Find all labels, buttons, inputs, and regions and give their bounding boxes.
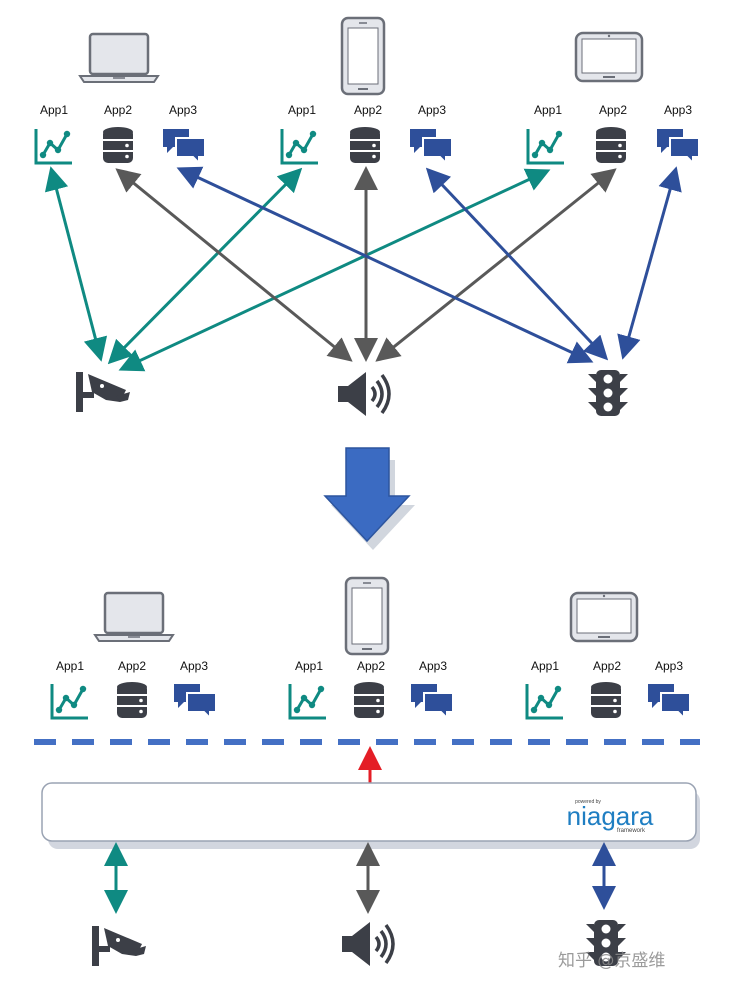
app2-label: App2: [104, 103, 132, 117]
database-icon: [353, 681, 385, 719]
app1-label: App1: [56, 659, 84, 673]
app2-label: App2: [118, 659, 146, 673]
app3-label: App3: [418, 103, 446, 117]
line-chart-icon: [34, 127, 74, 165]
connection-arrow: [176, 166, 594, 364]
database-icon: [595, 126, 627, 164]
niagara-framework-bar: [41, 782, 697, 842]
security-camera-icon: [92, 926, 146, 966]
app3-label: App3: [655, 659, 683, 673]
niagara-wordmark: niagara: [567, 801, 654, 831]
connection-arrow: [115, 168, 353, 362]
line-chart-icon: [280, 127, 320, 165]
connection-arrow: [44, 166, 108, 362]
speaker-icon: [336, 370, 391, 418]
app3-label: App3: [169, 103, 197, 117]
app1-label: App1: [295, 659, 323, 673]
line-chart-icon: [50, 682, 90, 720]
legacy-architecture: App1 App2 App3 App1 App2 App3 App1 App2 …: [34, 16, 700, 418]
connection-arrow: [425, 167, 609, 361]
transition-arrow: [323, 447, 415, 550]
database-icon: [102, 126, 134, 164]
app3-label: App3: [664, 103, 692, 117]
laptop-icon: [93, 591, 175, 643]
connection-arrows: [44, 166, 682, 372]
smartphone-icon: [344, 576, 390, 656]
line-chart-icon: [525, 682, 565, 720]
line-chart-icon: [288, 682, 328, 720]
powered-by-label: powered by: [575, 799, 601, 805]
app1-label: App1: [40, 103, 68, 117]
app3-label: App3: [180, 659, 208, 673]
chat-icon: [162, 128, 206, 164]
line-chart-icon: [526, 127, 566, 165]
tablet-icon: [569, 591, 639, 643]
speaker-icon: [340, 920, 395, 968]
watermark-text: 知乎 @京盛维: [558, 951, 665, 971]
smartphone-icon: [340, 16, 386, 96]
app2-label: App2: [357, 659, 385, 673]
chat-icon: [409, 128, 453, 164]
app2-label: App2: [599, 103, 627, 117]
app1-label: App1: [531, 659, 559, 673]
chat-icon: [656, 128, 700, 164]
database-icon: [349, 126, 381, 164]
connection-arrow: [375, 168, 617, 362]
connection-arrow: [617, 166, 682, 360]
app2-label: App2: [354, 103, 382, 117]
niagara-logo: powered by niagara framework: [567, 799, 654, 834]
framework-label: framework: [617, 828, 646, 834]
database-icon: [116, 681, 148, 719]
app2-label: App2: [593, 659, 621, 673]
chat-icon: [410, 683, 454, 719]
app1-label: App1: [288, 103, 316, 117]
database-icon: [590, 681, 622, 719]
connection-arrow: [118, 168, 551, 372]
app1-label: App1: [534, 103, 562, 117]
traffic-light-icon: [588, 370, 628, 416]
laptop-icon: [78, 32, 160, 84]
chat-icon: [173, 683, 217, 719]
niagara-architecture: App1 App2 App3 App1 App2 App3 App1 App2 …: [34, 576, 700, 968]
tablet-icon: [574, 31, 644, 83]
security-camera-icon: [76, 372, 130, 412]
chat-icon: [647, 683, 691, 719]
app3-label: App3: [419, 659, 447, 673]
